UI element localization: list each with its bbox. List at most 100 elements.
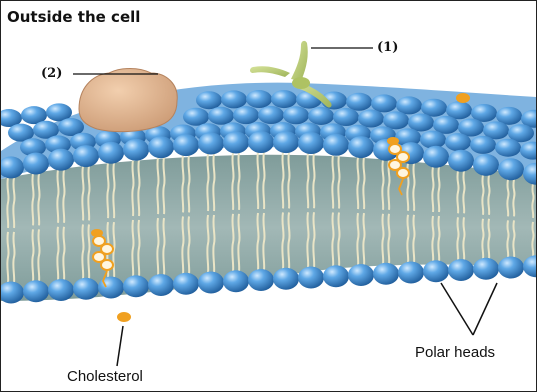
fatty-acid-tail [382,214,383,264]
callout-1: (1) [377,41,398,54]
fatty-acid-tail [107,163,108,218]
fatty-acid-tail [157,157,158,214]
fatty-acid-tail [57,227,58,280]
polar-head [308,107,334,125]
polar-head [271,90,297,108]
fatty-acid-tail [213,154,214,211]
steroid-ring [101,260,113,270]
polar-head [371,94,397,112]
fatty-acid-tail [432,216,433,261]
polar-head [470,136,496,154]
polar-head [448,150,474,172]
fatty-acid-tail [13,232,14,283]
fatty-acid-tail [357,213,358,265]
polar-head [333,108,359,126]
fatty-acid-tail [88,166,89,220]
fatty-acid-tail [7,232,8,283]
fatty-acid-tail [407,215,408,263]
fatty-acid-tail [263,213,264,270]
fatty-acid-tail [513,179,514,216]
fatty-acid-tail [488,219,489,259]
polar-head [346,93,372,111]
polar-head [498,257,524,279]
cholesterol-head [387,137,399,145]
polar-head [473,258,499,280]
fatty-acid-tail [532,184,533,218]
fatty-acid-tail [457,171,458,214]
polar-head [383,111,409,129]
polar-head [208,107,234,125]
fatty-acid-tail [338,213,339,267]
polar-head [258,106,284,124]
polar-head [423,260,449,282]
fatty-acid-tail [163,218,164,275]
fatty-acid-tail [388,214,389,264]
polar-head [248,131,274,153]
polar-head [448,259,474,281]
fatty-acid-tail [282,152,283,208]
fatty-acid-tail [332,155,333,209]
surface-molecule [117,312,131,322]
polar-head [233,106,259,124]
label-polar-heads: Polar heads [415,345,495,360]
fatty-acid-tail [232,214,233,271]
fatty-acid-tail [207,154,208,211]
polar-head [348,264,374,286]
fatty-acid-tail [438,216,439,261]
fatty-acid-tail [182,155,183,212]
fatty-acid-tail [313,212,314,267]
fatty-acid-tail [382,160,383,210]
polar-head [123,139,149,161]
fatty-acid-tail [138,220,139,276]
polar-head [246,90,272,108]
polar-head [298,132,324,154]
polar-head [283,106,309,124]
fatty-acid-tail [363,213,364,265]
fatty-acid-tail [432,167,433,212]
fatty-acid-tail [82,166,83,220]
polar-head [273,268,299,290]
fatty-acid-tail [463,217,464,260]
fatty-acid-tail [32,229,33,281]
label-cholesterol: Cholesterol [67,369,143,384]
fatty-acid-tail [332,213,333,267]
fatty-acid-tail [282,212,283,268]
polar-head [273,131,299,153]
polar-head [323,265,349,287]
fatty-acid-tail [507,220,508,257]
polar-head [48,279,74,301]
polar-head [358,110,384,128]
fatty-acid-tail [163,157,164,214]
fatty-acid-tail [438,167,439,212]
fatty-acid-tail [463,171,464,214]
leader-line-polar-2 [473,283,497,335]
fatty-acid-tail [13,177,14,228]
fatty-acid-tail [507,179,508,216]
fatty-acid-tail [88,224,89,278]
steroid-ring [397,168,409,178]
polar-head [423,146,449,168]
polar-head [396,96,422,114]
fatty-acid-tail [38,173,39,225]
fatty-acid-tail [207,215,208,272]
polar-head [248,269,274,291]
fatty-acid-tail [413,215,414,263]
polar-head [323,134,349,156]
fatty-acid-tail [488,175,489,215]
polar-head [23,280,49,302]
fatty-acid-tail [182,216,183,273]
polar-head [98,277,124,299]
fatty-acid-tail [513,220,514,257]
fatty-acid-tail [288,152,289,208]
polar-head [98,142,124,164]
surface-molecule [456,93,470,103]
fatty-acid-tail [482,175,483,215]
polar-head [445,133,471,151]
polar-head [173,134,199,156]
fatty-acid-tail [257,213,258,270]
fatty-acid-tail [63,227,64,280]
polar-head [173,273,199,295]
fatty-acid-tail [157,218,158,275]
